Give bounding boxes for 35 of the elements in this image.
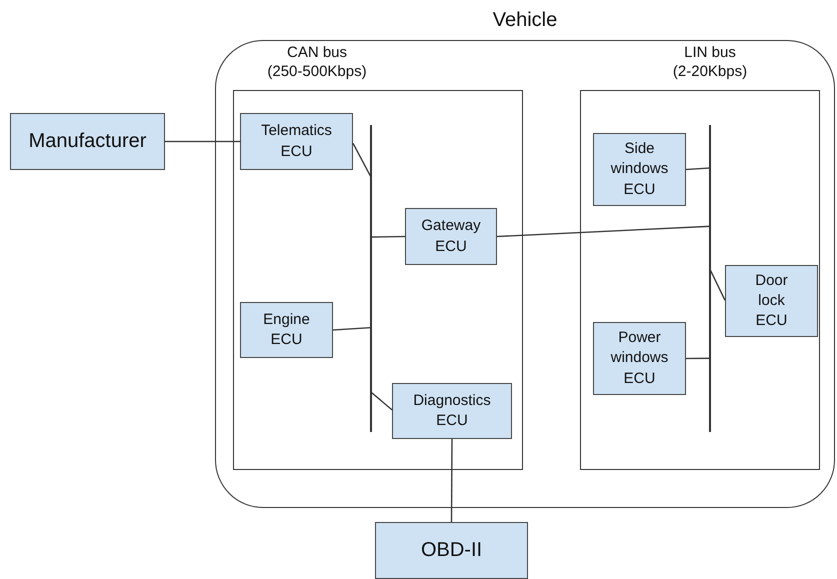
connector-line	[352, 142, 372, 178]
component-label: Side windows ECU	[610, 139, 670, 200]
component-label: Power windows ECU	[610, 328, 670, 389]
component-box	[593, 133, 686, 206]
component-label: Telematics ECU	[260, 121, 333, 162]
connector-line	[370, 236, 406, 238]
component-box	[725, 265, 818, 337]
connector-line	[370, 392, 392, 410]
component-label: Door lock ECU	[754, 270, 789, 332]
connector-line	[496, 226, 710, 238]
connector-line	[165, 140, 240, 142]
bus-line	[708, 125, 712, 432]
connector-line	[332, 326, 372, 331]
bus-panel	[233, 44, 523, 470]
component-label: Diagnostics ECU	[412, 390, 492, 431]
component-label: OBD-II	[420, 538, 482, 563]
component-box	[10, 113, 165, 170]
panel-heading: LIN bus (2-20Kbps)	[672, 44, 748, 82]
component-box	[593, 322, 686, 395]
connector-line	[686, 358, 710, 360]
component-box	[392, 383, 512, 439]
component-label: Engine ECU	[262, 310, 311, 350]
component-label: Manufacturer	[28, 129, 146, 154]
connector-line	[709, 269, 726, 301]
connector-line	[686, 167, 710, 170]
panel-heading: Vehicle	[492, 8, 558, 33]
component-box	[375, 522, 528, 579]
component-box	[240, 113, 353, 170]
component-label: Gateway ECU	[420, 216, 482, 256]
component-box	[240, 302, 333, 358]
component-box	[405, 208, 497, 265]
bus-panel	[580, 44, 820, 470]
panel-heading: CAN bus (250-500Kbps)	[266, 44, 368, 82]
connector-line	[450, 439, 453, 522]
bus-line	[369, 125, 373, 432]
